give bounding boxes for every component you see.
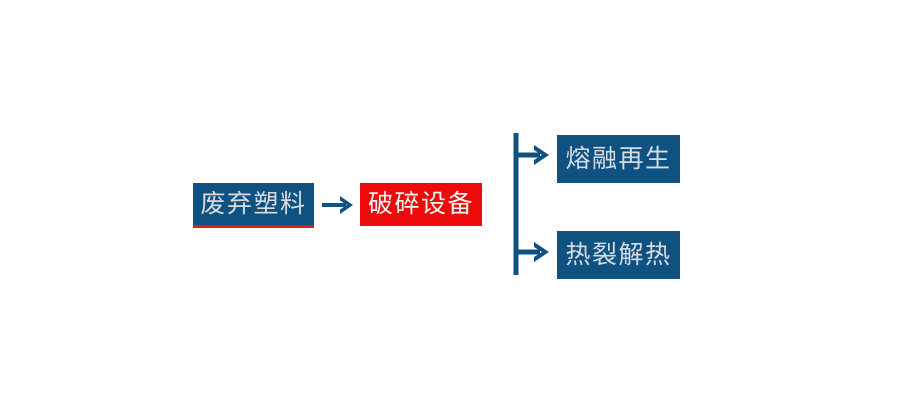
node-output-label: 熔融再生 (565, 144, 672, 173)
node-source-label: 废弃塑料 (200, 189, 307, 218)
arrow-right-icon (322, 192, 354, 218)
node-source[interactable]: 废弃塑料 (193, 183, 314, 228)
node-process[interactable]: 破碎设备 (360, 183, 482, 226)
node-output-melt-regeneration[interactable]: 熔融再生 (557, 135, 680, 183)
branch-bracket-icon (506, 128, 558, 280)
node-output-label: 热裂解热 (565, 240, 672, 269)
node-output-pyrolysis[interactable]: 热裂解热 (557, 231, 680, 279)
node-process-label: 破碎设备 (367, 190, 474, 218)
